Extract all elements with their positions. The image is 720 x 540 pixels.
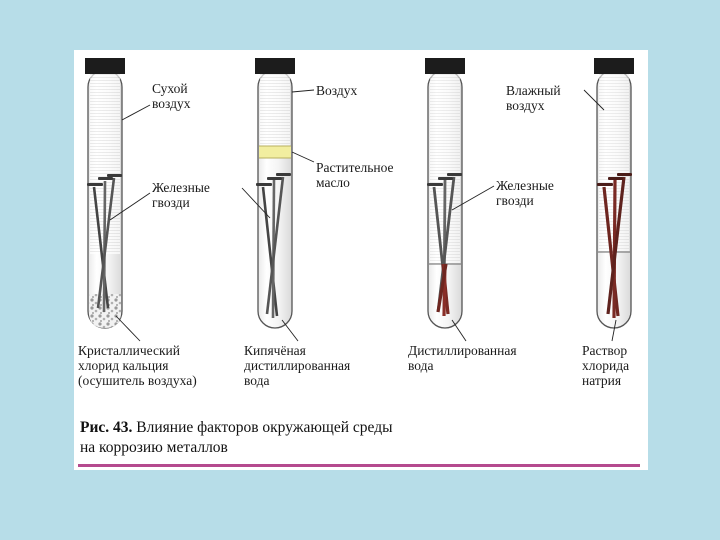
test-tube-1 — [85, 58, 151, 342]
nails-4 — [602, 176, 626, 319]
tube-1-bottom-label: Кристаллический хлорид кальция (осушител… — [78, 343, 197, 388]
test-tube-2 — [241, 58, 315, 342]
figure-caption: Рис. 43. Влияние факторов окружающей сре… — [80, 418, 640, 458]
figure-number: Рис. 43. — [80, 419, 133, 436]
test-tube-3 — [425, 58, 495, 342]
nails-2 — [261, 176, 285, 319]
nails-1 — [92, 177, 116, 313]
caption-divider — [78, 464, 640, 467]
tubes-illustration — [85, 58, 634, 342]
tube-2-bottom-label: Кипячёная дистиллированная вода — [244, 343, 351, 388]
stopper-1 — [85, 58, 125, 74]
test-tube-4 — [583, 58, 634, 342]
nails-3 — [432, 176, 456, 317]
tube-1-middle-label: Железные гвозди — [152, 180, 210, 210]
stopper-2 — [255, 58, 295, 74]
tube-2-middle-label: Растительное масло — [316, 160, 394, 190]
tube-4-top-label: Влажный воздух — [506, 83, 561, 113]
tube-1-top-label: Сухой воздух — [152, 81, 191, 111]
tube-3-bottom-label: Дистиллированная вода — [408, 343, 517, 373]
figure-panel: Сухой воздух Железные гвозди Кристалличе… — [74, 50, 648, 470]
tube-4-bottom-label: Раствор хлорида натрия — [582, 343, 630, 388]
vegetable-oil-layer — [259, 146, 291, 158]
tube-3-middle-label: Железные гвозди — [496, 178, 554, 208]
stopper-3 — [425, 58, 465, 74]
figure-caption-text: Влияние факторов окружающей среды на кор… — [80, 419, 393, 456]
stopper-4 — [594, 58, 634, 74]
tube-2-top-label: Воздух — [316, 83, 358, 98]
